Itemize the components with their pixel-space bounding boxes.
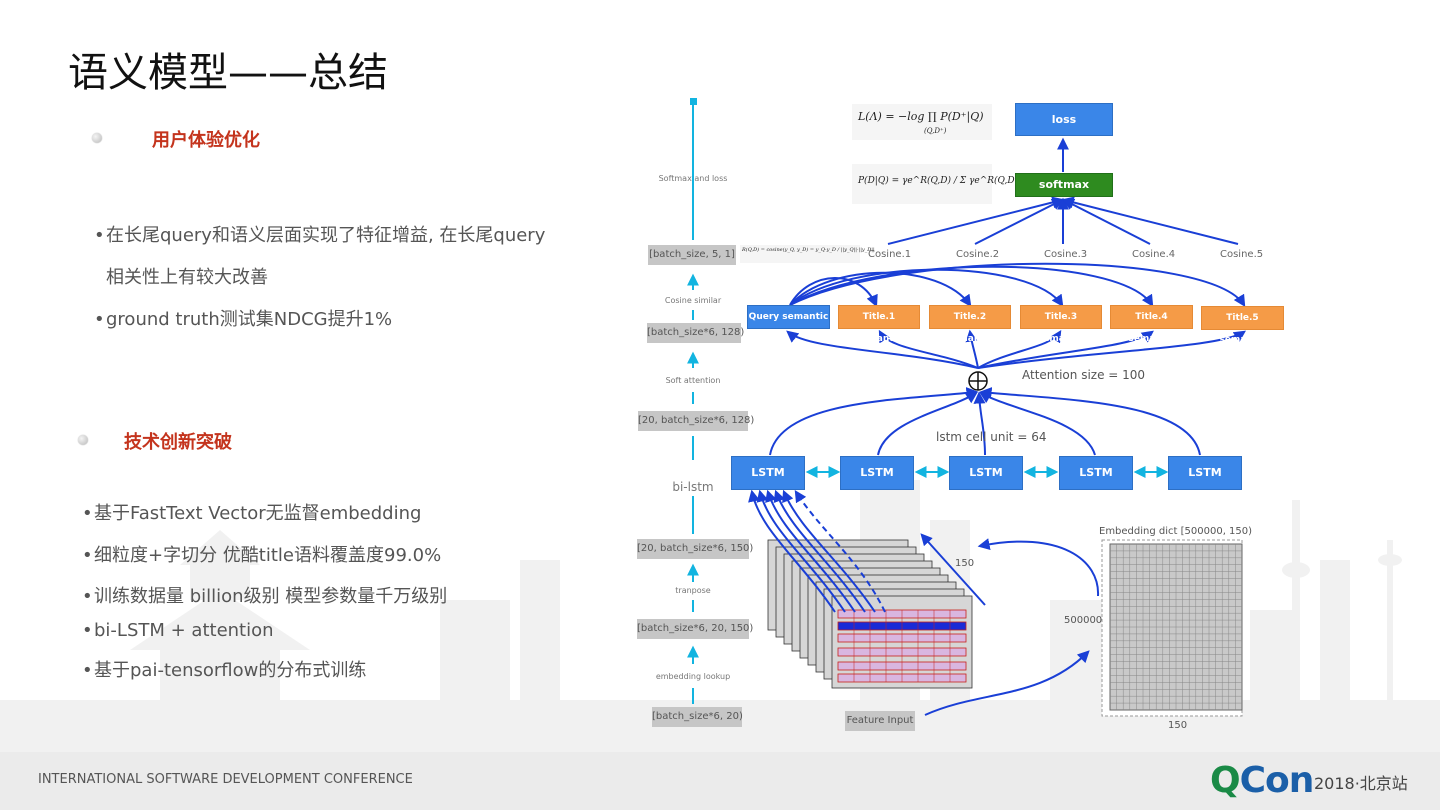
dimension-label: 150 xyxy=(955,558,975,569)
feature-input-box: Feature Input xyxy=(845,711,915,731)
bullet-item: •细粒度+字切分 优酷title语料覆盖度99.0% xyxy=(82,545,442,566)
cosine-label: Cosine.1 xyxy=(868,249,912,260)
lstm-box: LSTM xyxy=(949,456,1023,490)
step-label: Soft attention xyxy=(665,376,721,385)
softmax-box: softmax xyxy=(1015,173,1113,197)
softmax-formula: P(D|Q) = γe^R(Q,D) / Σ γe^R(Q,D') xyxy=(852,164,1021,204)
shape-label: [batch_size, 5, 1] xyxy=(648,245,736,265)
page-title: 语义模型——总结 xyxy=(68,50,388,96)
cosine-label: Cosine.5 xyxy=(1220,249,1264,260)
cosine-label: Cosine.4 xyxy=(1132,249,1176,260)
bullet-item: •bi-LSTM + attention xyxy=(82,620,274,641)
section-bullet-icon xyxy=(78,435,88,445)
title-semantic-box: Title.4 semantic xyxy=(1110,305,1193,344)
bullet-item-continued: 相关性上有较大改善 xyxy=(106,267,268,288)
cosine-label: Cosine.2 xyxy=(956,249,1000,260)
loss-box: loss xyxy=(1015,103,1113,136)
bullet-item: •基于FastText Vector无监督embedding xyxy=(82,503,422,524)
section-bullet-icon xyxy=(92,133,102,143)
cosine-formula: R(Q,D) = cosine(y_Q, y_D) = y_Q·y_D / ||… xyxy=(740,245,875,263)
dimension-label: 150 xyxy=(1168,720,1188,731)
bullet-item: •ground truth测试集NDCG提升1% xyxy=(94,309,393,330)
shape-label: [batch_size*6, 128) xyxy=(647,323,744,343)
title-semantic-box: Title.2 semantic xyxy=(929,305,1011,344)
step-label: Cosine similar xyxy=(664,296,722,305)
title-semantic-box: Title.3 semantic xyxy=(1020,305,1102,344)
qcon-logo: QCon xyxy=(1210,760,1314,801)
bullet-item: •基于pai-tensorflow的分布式训练 xyxy=(82,660,367,681)
attention-size-label: Attention size = 100 xyxy=(1022,368,1146,382)
title-semantic-box: Title.1 semantic xyxy=(838,305,920,344)
lstm-box: LSTM xyxy=(1168,456,1242,490)
title-semantic-box: Title.5 semantic xyxy=(1201,306,1284,345)
section-heading-innovation: 技术创新突破 xyxy=(124,432,232,453)
step-label: tranpose xyxy=(675,586,711,595)
lstm-box: LSTM xyxy=(1059,456,1133,490)
shape-label: [20, batch_size*6, 150) xyxy=(637,539,753,559)
shape-label: [20, batch_size*6, 128) xyxy=(638,411,754,431)
loss-formula: L(Λ) = −log ∏ P(D⁺|Q) (Q,D⁺) xyxy=(852,104,992,140)
lstm-cell-label: lstm cell unit = 64 xyxy=(936,430,1047,444)
step-label: bi-lstm xyxy=(672,480,714,494)
shape-label: [batch_size*6, 20) xyxy=(652,707,743,727)
lstm-box: LSTM xyxy=(731,456,805,490)
bullet-item: •训练数据量 billion级别 模型参数量千万级别 xyxy=(82,586,448,607)
section-heading-ux: 用户体验优化 xyxy=(152,130,260,151)
event-year-city: 2018·北京站 xyxy=(1314,774,1408,793)
lstm-box: LSTM xyxy=(840,456,914,490)
cosine-label: Cosine.3 xyxy=(1044,249,1088,260)
embedding-dict-label: Embedding dict [500000, 150) xyxy=(1099,526,1253,537)
dimension-label: 500000 xyxy=(1064,615,1103,626)
conference-name: INTERNATIONAL SOFTWARE DEVELOPMENT CONFE… xyxy=(38,772,413,787)
bullet-item: •在长尾query和语义层面实现了特征增益, 在长尾query xyxy=(94,225,546,246)
footer-bar xyxy=(0,752,1440,810)
step-label: embedding lookup xyxy=(655,672,731,681)
step-label: Softmax and loss xyxy=(658,174,728,183)
query-semantic-box: Query semantic xyxy=(747,305,830,329)
shape-label: [batch_size*6, 20, 150) xyxy=(637,619,753,639)
